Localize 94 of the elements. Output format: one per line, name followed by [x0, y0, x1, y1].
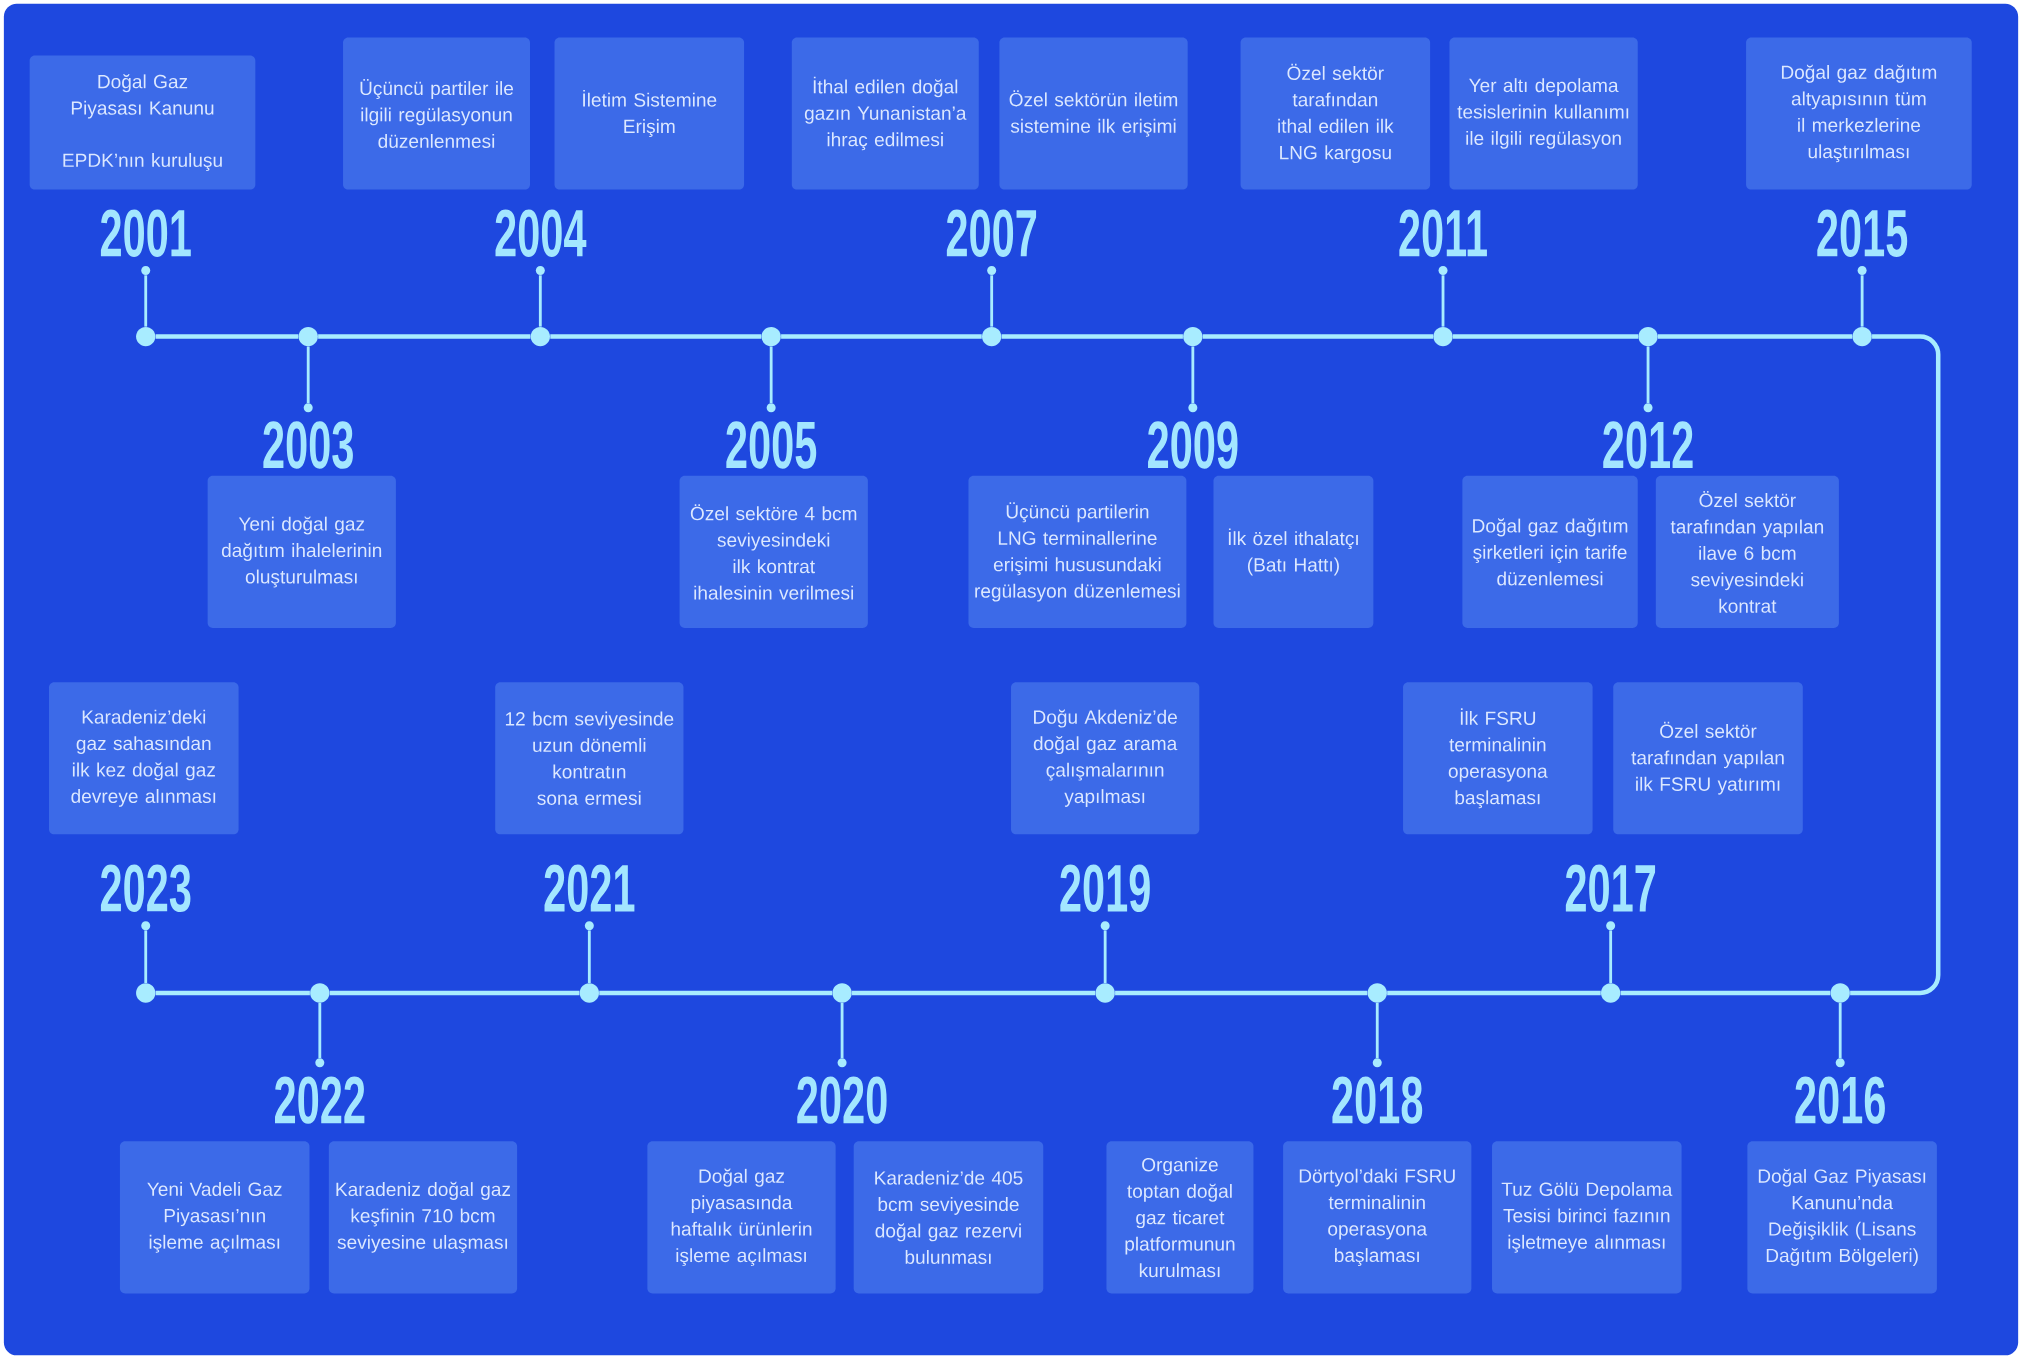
timeline-dot	[579, 983, 599, 1003]
event-box: Özel sektör tarafından yapılan ilk FSRU yatırımı	[1613, 682, 1803, 835]
timeline-dot	[136, 326, 156, 347]
timeline-dot	[982, 326, 1002, 347]
event-box: Dörtyol’daki FSRU terminalinin operasyona başlaması	[1283, 1141, 1472, 1294]
stem-line	[587, 930, 591, 983]
timeline-line	[852, 990, 1096, 996]
timeline-dot	[1095, 983, 1115, 1003]
year-label: 2011	[1399, 209, 1487, 275]
stem-line	[1609, 930, 1613, 983]
year-label: 2001	[100, 209, 191, 275]
year-label: 2015	[1817, 209, 1908, 275]
timeline-dot	[1367, 983, 1387, 1003]
event-box: Yeni Vadeli Gaz Piyasası’nın işleme açılması	[119, 1141, 310, 1294]
year-label: 2009	[1148, 403, 1238, 469]
timeline-line	[1202, 334, 1434, 339]
stem-line	[318, 1002, 322, 1058]
event-box: Yer altı depolama tesislerinin kullanımı ile ilgili regülasyon	[1449, 37, 1638, 190]
timeline-line	[155, 990, 310, 996]
stem-line	[1191, 346, 1195, 403]
year-label: 2007	[946, 209, 1037, 275]
timeline-dot	[310, 983, 330, 1003]
timeline-dot	[1601, 983, 1621, 1003]
timeline-dot	[1433, 326, 1453, 347]
stem-line	[1375, 1002, 1379, 1058]
timeline-line	[1452, 334, 1639, 339]
event-box: Karadeniz’de 405 bcm seviyesinde doğal gaz rezervi bulunması	[853, 1141, 1044, 1294]
timeline-line	[1001, 334, 1183, 339]
event-box: İletim Sistemine Erişim	[554, 37, 745, 190]
event-box: Özel sektöre 4 bcm seviyesindeki ilk kontrat ihalesinin verilmesi	[679, 475, 868, 628]
event-box: Üçüncü partiler ile ilgili regülasyonun düzenlenmesi	[343, 37, 530, 190]
event-box: 12 bcm seviyesinde uzun dönemli kontratın sona ermesi	[495, 682, 684, 835]
timeline-dot	[1830, 983, 1850, 1003]
timeline-dot	[1852, 326, 1872, 347]
event-box: Tuz Gölü Depolama Tesisi birinci fazının işletmeye alınması	[1492, 1141, 1682, 1294]
year-label: 2012	[1603, 403, 1693, 469]
stem-line	[538, 275, 542, 327]
stem-line	[1860, 275, 1864, 327]
timeline-dot	[1638, 326, 1658, 347]
timeline-line	[1115, 990, 1368, 996]
event-box: Özel sektör tarafından ithal edilen ilk LNG kargosu	[1240, 37, 1431, 190]
event-box: Karadeniz’deki gaz sahasından ilk kez doğal gaz devreye alınması	[49, 682, 239, 835]
event-box: İlk FSRU terminalinin operasyona başlaması	[1403, 682, 1593, 835]
event-box: Doğal gaz dağıtım altyapısının tüm il merkezlerine ulaştırılması	[1746, 37, 1972, 190]
timeline-dot	[136, 983, 156, 1003]
timeline-dot	[530, 326, 550, 347]
event-box: Özel sektör tarafından yapılan ilave 6 bcm seviyesindeki kontrat	[1655, 475, 1839, 628]
event-box: Doğal Gaz Piyasası Kanunu’nda Değişiklik (Lisans Dağıtım Bölgeleri)	[1747, 1141, 1937, 1294]
timeline-dot	[761, 326, 781, 347]
year-label: 2017	[1565, 864, 1656, 931]
event-box: Yeni doğal gaz dağıtım ihalelerinin oluşturulması	[207, 475, 396, 628]
stem-line	[840, 1002, 844, 1058]
event-box: İthal edilen doğal gazın Yunanistan’a ihraç edilmesi	[791, 37, 979, 190]
stem-line	[1441, 275, 1445, 327]
year-label: 2021	[544, 864, 635, 931]
stem-line	[769, 346, 773, 403]
year-label: 2023	[100, 864, 191, 931]
year-label: 2020	[797, 1058, 887, 1124]
year-label: 2022	[275, 1058, 365, 1124]
timeline-line	[599, 990, 833, 996]
year-label: 2003	[263, 403, 353, 469]
timeline-line	[781, 334, 982, 339]
stem-line	[990, 275, 994, 327]
timeline-line	[1658, 334, 1853, 339]
year-label: 2004	[495, 209, 587, 275]
timeline-line	[155, 334, 299, 339]
event-box: Doğal gaz piyasasında haftalık ürünlerin işleme açılması	[647, 1141, 836, 1294]
timeline-line	[1850, 334, 1941, 996]
timeline-dot	[1183, 326, 1203, 347]
year-label: 2018	[1332, 1058, 1423, 1124]
timeline-line	[329, 990, 580, 996]
year-label: 2019	[1060, 864, 1150, 931]
stem-line	[144, 930, 148, 983]
stem-line	[306, 346, 310, 403]
timeline-line	[318, 334, 531, 339]
event-box: Özel sektörün iletim sistemine ilk erişimi	[999, 37, 1188, 190]
year-label: 2005	[726, 403, 817, 469]
timeline-line	[1620, 990, 1831, 996]
timeline-line	[1387, 990, 1601, 996]
event-box: Doğal Gaz Piyasası Kanunu EPDK’nın kuruluşu	[29, 55, 256, 190]
stem-line	[144, 275, 148, 327]
event-box: İlk özel ithalatçı (Batı Hattı)	[1213, 475, 1374, 628]
stem-line	[1103, 930, 1107, 983]
event-box: Organize toptan doğal gaz ticaret platformunun kurulması	[1106, 1141, 1254, 1294]
event-box: Karadeniz doğal gaz keşfinin 710 bcm seviyesine ulaşması	[328, 1141, 518, 1294]
event-box: Üçüncü partilerin LNG terminallerine erişimi hususundaki regülasyon düzenlemesi	[968, 475, 1187, 628]
stem-line	[1838, 1002, 1842, 1058]
stem-line	[1646, 346, 1650, 403]
timeline-dot	[298, 326, 318, 347]
year-label: 2016	[1795, 1058, 1885, 1124]
event-box: Doğal gaz dağıtım şirketleri için tarife düzenlemesi	[1462, 475, 1638, 628]
timeline-line	[550, 334, 762, 339]
timeline-dot	[832, 983, 852, 1003]
event-box: Doğu Akdeniz’de doğal gaz arama çalışmalarının yapılması	[1011, 682, 1200, 835]
